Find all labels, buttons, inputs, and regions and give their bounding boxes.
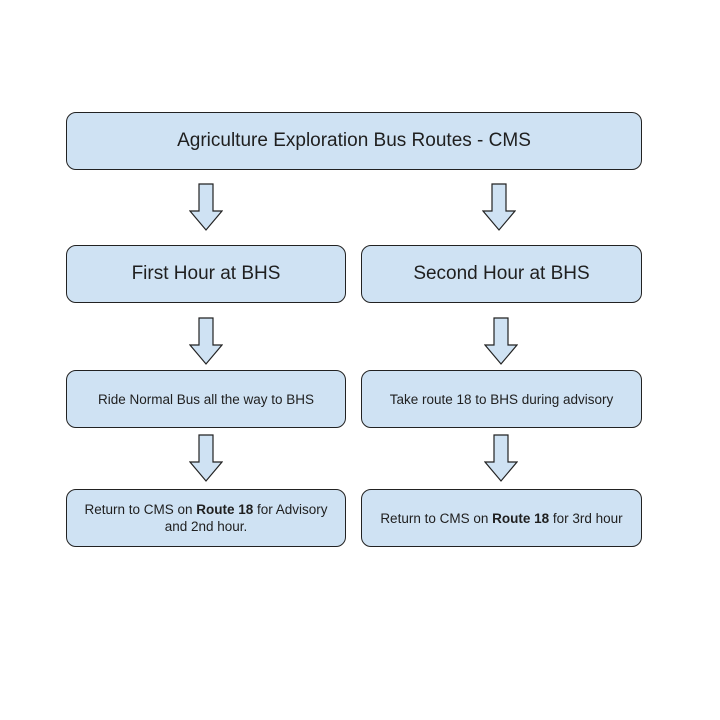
title-box: Agriculture Exploration Bus Routes - CMS [66,112,642,170]
right-step-text: Take route 18 to BHS during advisory [389,391,614,407]
down-arrow-icon [482,183,516,231]
down-arrow-icon [189,183,223,231]
second-hour-box: Second Hour at BHS [361,245,642,303]
left-final-text: Return to CMS on Route 18 for Advisory a… [81,501,331,535]
second-hour-heading: Second Hour at BHS [413,263,590,284]
first-hour-heading: First Hour at BHS [131,263,281,284]
right-final-box: Return to CMS on Route 18 for 3rd hour [361,489,642,547]
down-arrow-icon [484,434,518,482]
down-arrow-icon [189,317,223,365]
down-arrow-icon [484,317,518,365]
right-final-prefix: Return to CMS on [380,510,493,526]
left-step-text: Ride Normal Bus all the way to BHS [97,391,315,407]
right-final-text: Return to CMS on Route 18 for 3rd hour [380,510,622,527]
left-final-route: Route 18 [196,502,254,517]
right-step-box: Take route 18 to BHS during advisory [361,370,642,428]
right-final-route: Route 18 [492,510,550,526]
first-hour-box: First Hour at BHS [66,245,346,303]
left-final-box: Return to CMS on Route 18 for Advisory a… [66,489,346,547]
left-step-box: Ride Normal Bus all the way to BHS [66,370,346,428]
diagram-title: Agriculture Exploration Bus Routes - CMS [177,130,531,151]
left-final-suffix: for Advisory and 2nd hour. [164,502,328,534]
down-arrow-icon [189,434,223,482]
right-final-suffix: for 3rd hour [549,510,623,526]
left-final-prefix: Return to CMS on [84,502,197,517]
